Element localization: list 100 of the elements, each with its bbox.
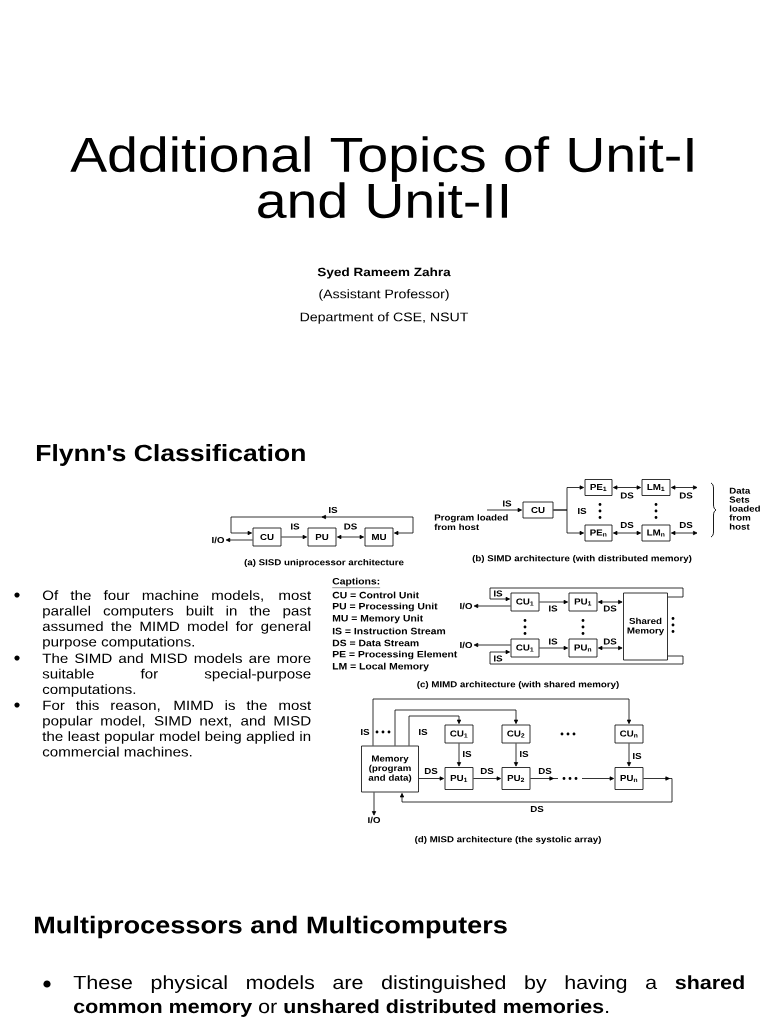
block-box: PU xyxy=(307,527,337,547)
annotation-text: Program loaded from host xyxy=(434,514,508,531)
arrow xyxy=(473,776,501,781)
edge-label: IS xyxy=(417,728,429,736)
arrow xyxy=(408,715,462,746)
edge-label: DS xyxy=(479,767,495,775)
edge-label: DS xyxy=(602,604,618,613)
edge-label: DS xyxy=(678,491,694,500)
arrow xyxy=(281,534,307,540)
arrow xyxy=(598,599,623,605)
edge-label: IS xyxy=(501,499,513,508)
block-box: PU$_{1}$ xyxy=(444,767,474,790)
arrow xyxy=(598,645,623,651)
edge-label: DS xyxy=(537,767,553,775)
abbreviation-text: LM = Local Memory xyxy=(332,662,429,672)
arrow xyxy=(513,743,519,767)
author-role: (Assistant Professor) xyxy=(319,289,449,301)
arrow xyxy=(371,792,377,816)
edge-label: IS xyxy=(289,522,301,531)
annotation-text: Data Sets loaded from host xyxy=(729,487,760,530)
edge-label: IS xyxy=(359,728,371,736)
arrow xyxy=(456,743,462,767)
memory-box: Memory (program and data) xyxy=(361,745,419,793)
block-box: LM$_{n}$ xyxy=(641,524,671,542)
block-box: CU$_{1}$ xyxy=(444,724,474,744)
edge-label: DS xyxy=(423,767,439,775)
arrow xyxy=(626,743,632,767)
edge-label: IS xyxy=(547,604,559,613)
io-label: I/O xyxy=(460,602,473,610)
bullet-text: The SIMD and MISD models are more suitable for special-purpose computations. xyxy=(42,653,311,697)
bullet-text: Of the four machine models, most parallel computers built in the past assumed the MIMD model for general purpose computations. xyxy=(42,590,312,650)
arrow xyxy=(489,649,684,665)
arrow xyxy=(539,599,568,605)
edge-label: DS xyxy=(619,491,635,500)
arrow xyxy=(553,509,584,536)
stream-label: IS xyxy=(578,507,587,515)
arrow xyxy=(418,776,444,781)
edge-label: DS xyxy=(602,637,618,646)
edge-label: IS xyxy=(518,750,530,758)
affiliation-text: Department of CSE, NSUT xyxy=(300,312,469,324)
arrow xyxy=(489,587,684,602)
arrow xyxy=(613,485,641,490)
arrow xyxy=(530,776,614,781)
block-box: PU$_{1}$ xyxy=(568,592,598,612)
block-box: CU$_{1}$ xyxy=(510,592,540,612)
block-box: CU$_{1}$ xyxy=(510,638,540,658)
block-box: CU xyxy=(252,527,282,547)
arrow xyxy=(473,642,511,648)
arrow xyxy=(613,530,641,536)
edge-label: DS xyxy=(343,522,358,531)
edge-label: IS xyxy=(492,589,504,598)
author-name: Syed Rameem Zahra xyxy=(317,267,451,279)
abbreviation-text: PE = Processing Element xyxy=(332,650,458,660)
block-box: PU$_{2}$ xyxy=(501,767,531,790)
arrow xyxy=(486,507,522,513)
figure-caption: (c) MIMD architecture (with shared memory) xyxy=(417,681,619,689)
arrow xyxy=(372,698,632,746)
section-heading: Multiprocessors and Multicomputers xyxy=(35,915,507,939)
block-box: PU$_{n}$ xyxy=(614,767,644,790)
abbreviation-text: CU = Control Unit xyxy=(332,591,419,599)
block-box: PU$_{n}$ xyxy=(568,638,598,658)
io-label: I/O xyxy=(460,641,473,649)
legend-heading: Captions: xyxy=(332,577,381,588)
abbreviation-text: IS = Instruction Stream xyxy=(332,627,446,635)
arrow xyxy=(394,709,519,746)
block-box: CU xyxy=(522,501,554,519)
edge-label: IS xyxy=(547,637,559,646)
section-heading: Flynn's Classification xyxy=(36,444,305,466)
figure-caption: (a) SISD uniprocessor architecture xyxy=(244,559,404,567)
memory-box: Shared Memory xyxy=(623,592,668,661)
arrow xyxy=(337,534,364,540)
block-box: CU$_{2}$ xyxy=(501,724,531,744)
block-box: PE$_{1}$ xyxy=(584,479,613,496)
edge-label: IS xyxy=(492,654,504,663)
abbreviation-text: PU = Processing Unit xyxy=(332,602,438,612)
arrow xyxy=(399,776,673,803)
io-label: I/O xyxy=(212,536,225,544)
abbreviation-text: DS = Data Stream xyxy=(332,639,419,647)
edge-label: IS xyxy=(461,750,473,758)
arrow xyxy=(671,530,698,536)
slide-title: Additional Topics of Unit-I and Unit-II xyxy=(70,136,693,219)
edge-label: IS xyxy=(631,752,643,760)
arrow xyxy=(671,485,698,490)
figure-caption: (d) MISD architecture (the systolic array) xyxy=(415,836,601,844)
block-box: CU$_{n}$ xyxy=(614,724,644,744)
arrow xyxy=(539,645,568,651)
io-label: I/O xyxy=(368,816,381,824)
figure-caption: (b) SIMD architecture (with distributed memory) xyxy=(472,555,692,563)
block-box: MU xyxy=(364,527,394,547)
bullet-text: These physical models are distinguished by having a shared common memory or unshared distributed memories. xyxy=(73,975,744,1017)
edge-label: IS xyxy=(327,506,339,514)
arrow xyxy=(230,514,414,536)
bullet-text: For this reason, MIMD is the most popular model, SIMD next, and MISD the least popular model being applied in commercial machines. xyxy=(42,700,312,757)
block-box: PE$_{n}$ xyxy=(584,524,613,542)
edge-label: DS xyxy=(678,521,694,529)
abbreviation-text: MU = Memory Unit xyxy=(332,614,424,624)
edge-label: DS xyxy=(529,805,545,813)
arrow xyxy=(473,603,511,609)
edge-label: DS xyxy=(619,521,635,529)
arrow xyxy=(225,537,253,543)
